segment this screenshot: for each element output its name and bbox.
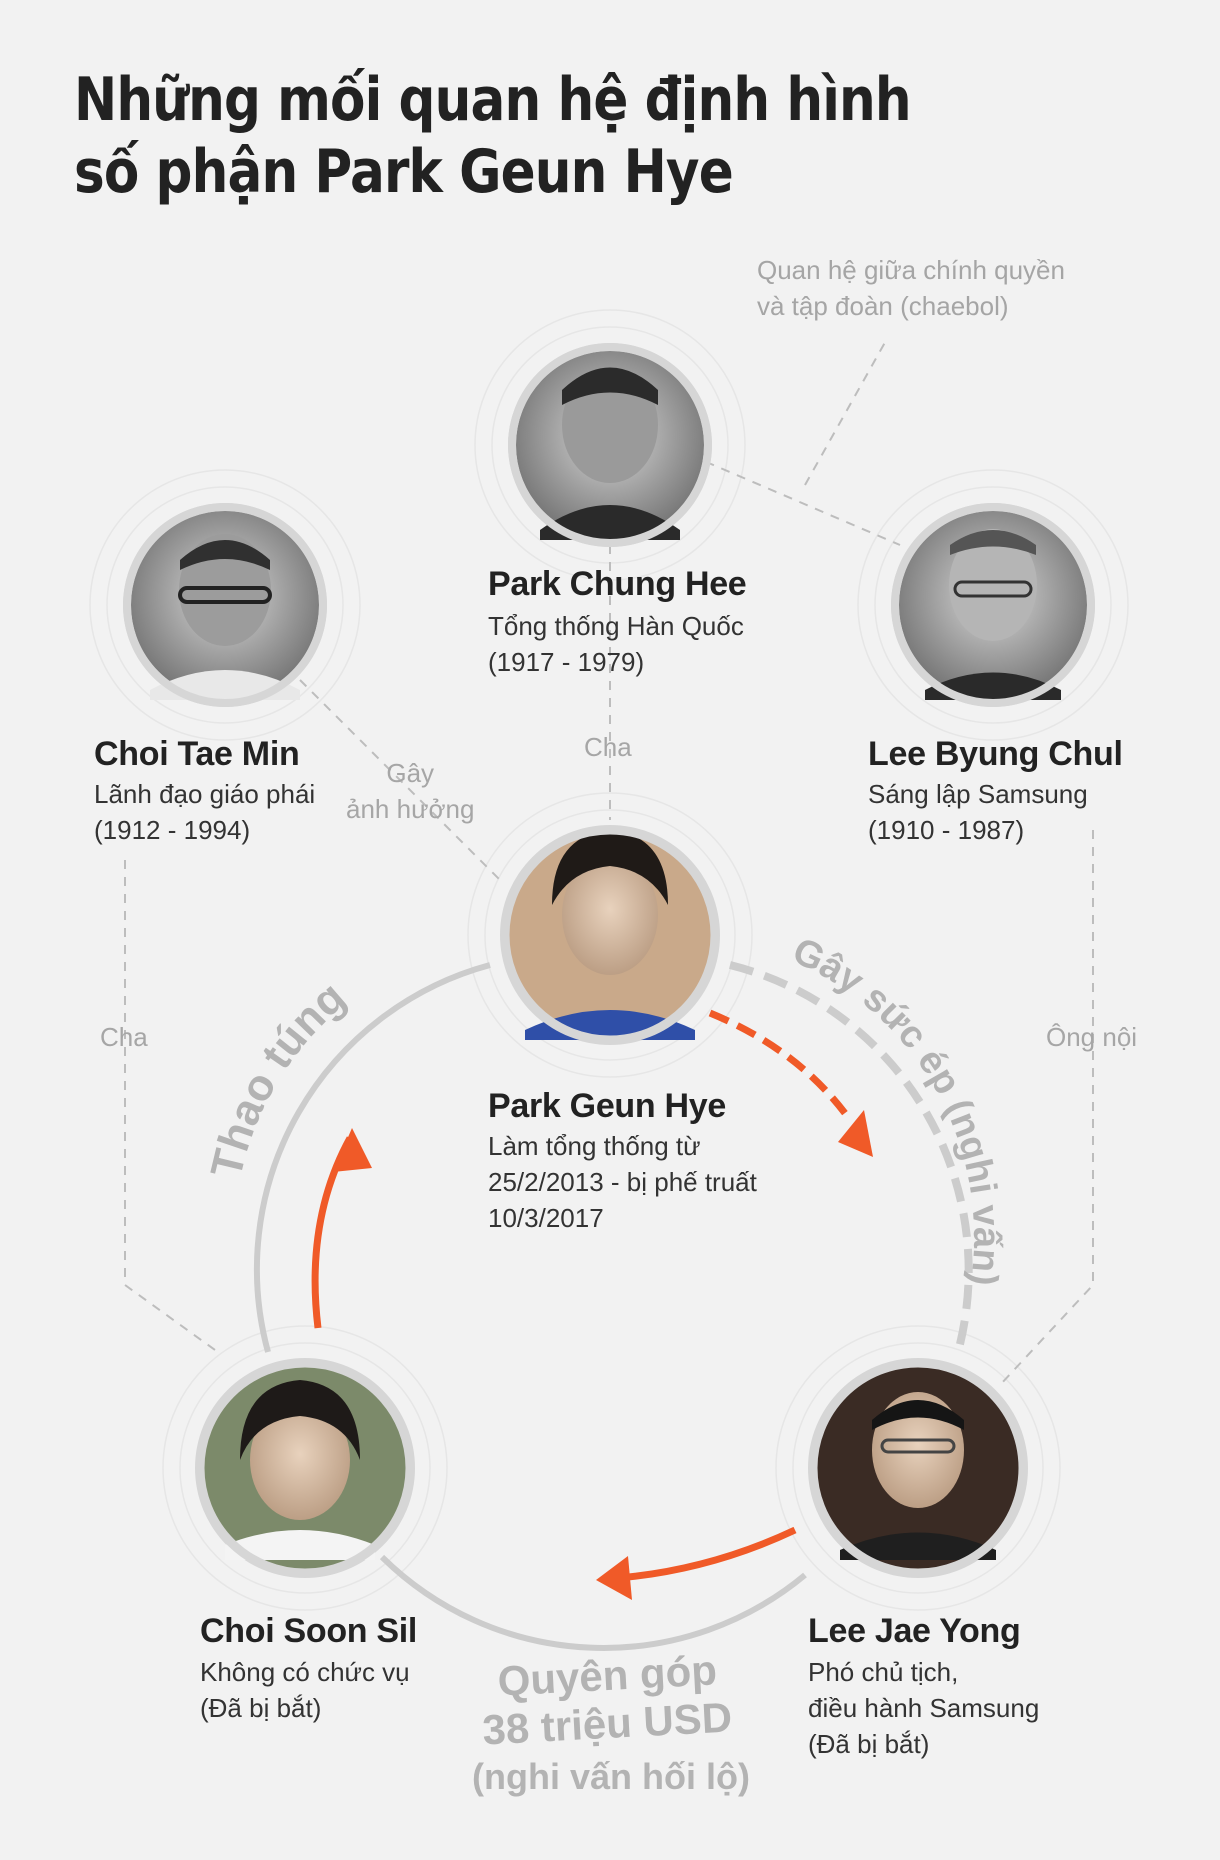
desc-park-geun-hye-line-3: 10/3/2017 <box>488 1203 604 1233</box>
desc-lee-byung-chul-line-2: (1910 - 1987) <box>868 815 1025 845</box>
label-gay-anh-huong: Gây ảnh hưởng <box>346 755 474 827</box>
dashed-connectors <box>124 336 1094 1386</box>
halo-rings <box>89 309 1129 1611</box>
arrow-donation <box>617 1526 797 1582</box>
arrowhead-donation <box>596 1556 632 1600</box>
label-gay-anh-huong-line-2: ảnh hưởng <box>346 794 475 824</box>
desc-lee-jae-yong-line-3: (Đã bị bắt) <box>808 1729 930 1759</box>
label-quyen-gop-3: (nghi vấn hối lộ) <box>472 1756 750 1797</box>
portrait-park-geun-hye <box>500 825 720 1045</box>
name-choi-soon-sil: Choi Soon Sil <box>200 1612 418 1650</box>
portrait-lee-jae-yong <box>808 1358 1028 1578</box>
desc-lee-jae-yong-line-1: Phó chủ tịch, <box>808 1657 959 1687</box>
desc-park-geun-hye: Làm tổng thống từ 25/2/2013 - bị phế tru… <box>488 1128 757 1236</box>
name-choi-tae-min: Choi Tae Min <box>94 735 300 773</box>
name-lee-byung-chul: Lee Byung Chul <box>868 735 1123 773</box>
title-line-2: số phận Park Geun Hye <box>74 137 734 207</box>
desc-park-geun-hye-line-2: 25/2/2013 - bị phế truất <box>488 1167 757 1197</box>
desc-park-geun-hye-line-1: Làm tổng thống từ <box>488 1131 701 1161</box>
label-ong-noi: Ông nội <box>1046 1022 1138 1052</box>
connector-byung-chul-jae-yong <box>999 830 1094 1386</box>
connector-chaebol-note <box>804 336 889 486</box>
desc-park-chung-hee-line-2: (1917 - 1979) <box>488 647 645 677</box>
title-line-1: Những mối quan hệ định hình <box>74 65 912 135</box>
arrow-pressure <box>708 1009 853 1123</box>
name-park-chung-hee: Park Chung Hee <box>488 565 747 603</box>
desc-lee-jae-yong-line-2: điều hành Samsung <box>808 1693 1040 1723</box>
desc-choi-soon-sil: Không có chức vụ (Đã bị bắt) <box>200 1654 410 1726</box>
portrait-choi-soon-sil <box>195 1358 415 1578</box>
desc-park-chung-hee: Tổng thống Hàn Quốc (1917 - 1979) <box>488 608 744 680</box>
chaebol-note-line-2: và tập đoàn (chaebol) <box>757 291 1009 321</box>
name-lee-jae-yong: Lee Jae Yong <box>808 1612 1021 1650</box>
orange-arrowheads <box>333 1110 873 1600</box>
connector-chung-hee-byung-chul <box>689 454 901 546</box>
page-title: Những mối quan hệ định hình số phận Park… <box>74 64 912 208</box>
label-cha-center: Cha <box>584 732 632 762</box>
arrowhead-pressure <box>838 1110 873 1157</box>
main-ring <box>253 961 973 1651</box>
portrait-lee-byung-chul <box>891 503 1095 707</box>
desc-lee-jae-yong: Phó chủ tịch, điều hành Samsung (Đã bị b… <box>808 1654 1039 1762</box>
chaebol-note: Quan hệ giữa chính quyền và tập đoàn (ch… <box>757 252 1065 324</box>
label-gay-anh-huong-line-1: Gây <box>386 758 435 788</box>
desc-choi-soon-sil-line-1: Không có chức vụ <box>200 1657 410 1687</box>
desc-lee-byung-chul: Sáng lập Samsung (1910 - 1987) <box>868 776 1088 848</box>
label-gay-suc-ep: Gây sức ép (nghi vấn) <box>786 930 1007 1288</box>
desc-park-chung-hee-line-1: Tổng thống Hàn Quốc <box>488 611 744 641</box>
arrowhead-manipulate <box>333 1128 372 1172</box>
portrait-park-chung-hee <box>508 343 712 547</box>
label-quyen-gop-1: Quyên góp <box>496 1646 718 1704</box>
desc-choi-soon-sil-line-2: (Đã bị bắt) <box>200 1693 322 1723</box>
desc-choi-tae-min: Lãnh đạo giáo phái (1912 - 1994) <box>94 776 315 848</box>
desc-choi-tae-min-line-2: (1912 - 1994) <box>94 815 251 845</box>
connector-tae-min-geun-hye <box>299 679 501 881</box>
portrait-choi-tae-min <box>123 503 327 707</box>
chaebol-note-line-1: Quan hệ giữa chính quyền <box>757 255 1065 285</box>
connector-tae-min-soon-sil <box>124 860 216 1351</box>
name-park-geun-hye: Park Geun Hye <box>488 1087 726 1125</box>
label-cha-left: Cha <box>100 1022 148 1052</box>
desc-lee-byung-chul-line-1: Sáng lập Samsung <box>868 779 1088 809</box>
desc-choi-tae-min-line-1: Lãnh đạo giáo phái <box>94 779 316 809</box>
